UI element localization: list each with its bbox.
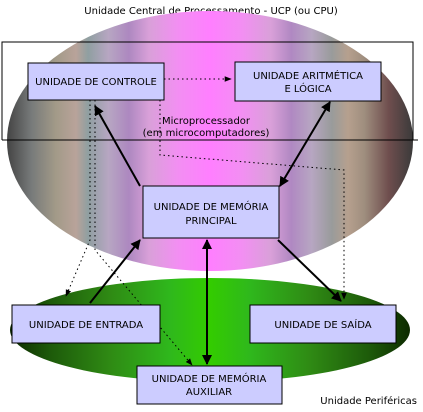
arrow-memory-output [277, 239, 342, 302]
box-output-label: UNIDADE DE SAÍDA [274, 318, 371, 331]
box-input-label: UNIDADE DE ENTRADA [29, 320, 143, 331]
box-control-label: UNIDADE DE CONTROLE [35, 77, 157, 88]
box-aux-memory-label-2: AUXILIAR [186, 387, 232, 398]
box-alu-label-2: E LÓGICA [284, 82, 331, 95]
peripherals-label: Unidade Periféricas [320, 395, 417, 407]
box-output-unit: UNIDADE DE SAÍDA [249, 304, 397, 344]
box-alu: UNIDADE ARITMÉTICA E LÓGICA [234, 61, 382, 102]
box-alu-label-1: UNIDADE ARITMÉTICA [253, 69, 363, 82]
box-main-memory-label-1: UNIDADE DE MEMÓRIA [154, 200, 269, 213]
dotted-control-input [65, 100, 91, 297]
dotted-control-aux [94, 100, 193, 366]
cpu-frame [1, 41, 414, 140]
box-input-unit: UNIDADE DE ENTRADA [11, 304, 161, 344]
arrow-memory-control [94, 105, 141, 187]
arrow-memory-alu [279, 101, 331, 187]
box-aux-memory: UNIDADE DE MEMÓRIA AUXILIAR [136, 365, 283, 405]
arrow-input-memory [89, 239, 141, 304]
box-main-memory-label-2: PRINCIPAL [185, 216, 237, 227]
box-aux-memory-label-1: UNIDADE DE MEMÓRIA [152, 372, 267, 385]
dotted-control-output [159, 100, 347, 300]
microprocessor-label: Microprocessador [162, 116, 251, 127]
microprocessor-sublabel: (em microcomputadores) [143, 128, 270, 139]
box-main-memory: UNIDADE DE MEMÓRIA PRINCIPAL [142, 185, 280, 239]
box-control-unit: UNIDADE DE CONTROLE [27, 62, 165, 101]
